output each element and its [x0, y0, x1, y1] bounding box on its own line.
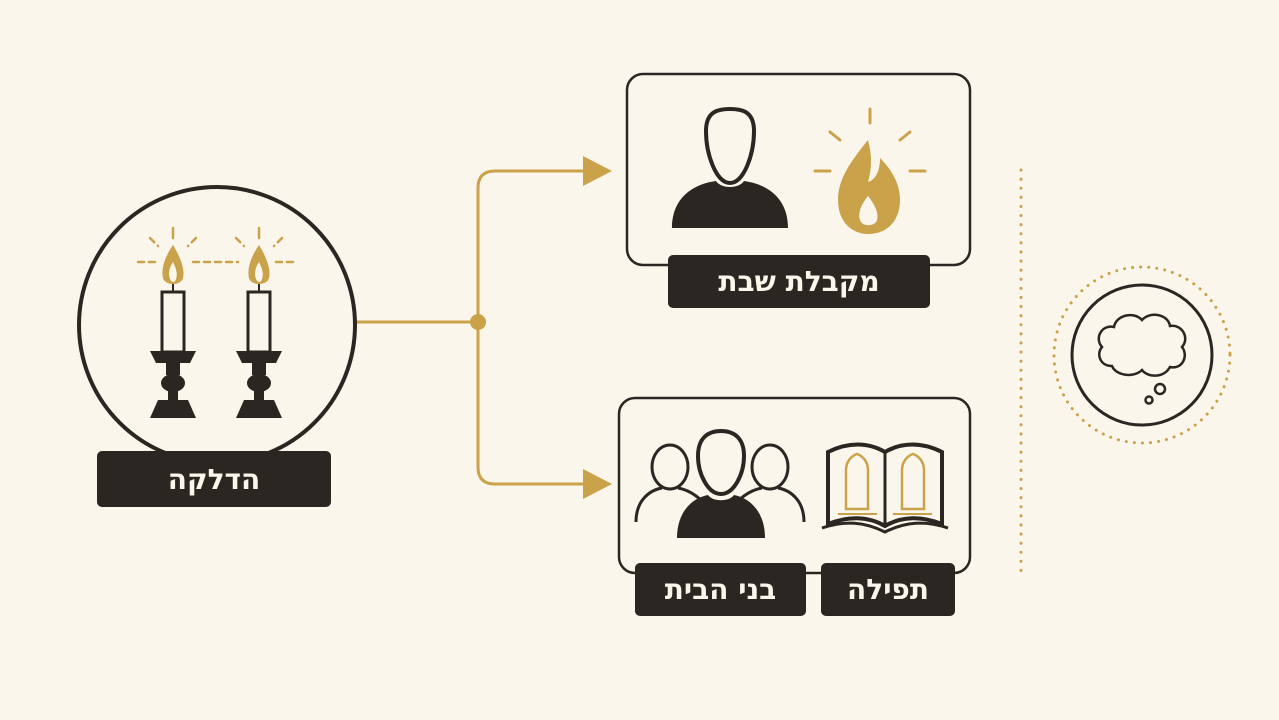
shabbat-candles-icon — [136, 226, 298, 418]
lighting-node — [77, 185, 357, 465]
open-book-icon — [821, 442, 949, 534]
thought-bubble-icon — [1097, 313, 1187, 405]
household-label: בני הבית — [635, 563, 806, 616]
connector-lines — [354, 169, 590, 486]
prayer-label: תפילה — [821, 563, 955, 616]
group-people-icon — [634, 428, 806, 538]
arrowhead-top — [583, 156, 612, 186]
thought-node — [1052, 265, 1232, 445]
lighting-label: הדלקה — [97, 451, 331, 507]
kabbalat-shabbat-label: מקבלת שבת — [668, 255, 930, 308]
flame-icon — [813, 107, 927, 234]
junction-dot — [470, 314, 486, 330]
person-icon — [672, 106, 788, 228]
arrowhead-bottom — [583, 469, 612, 499]
